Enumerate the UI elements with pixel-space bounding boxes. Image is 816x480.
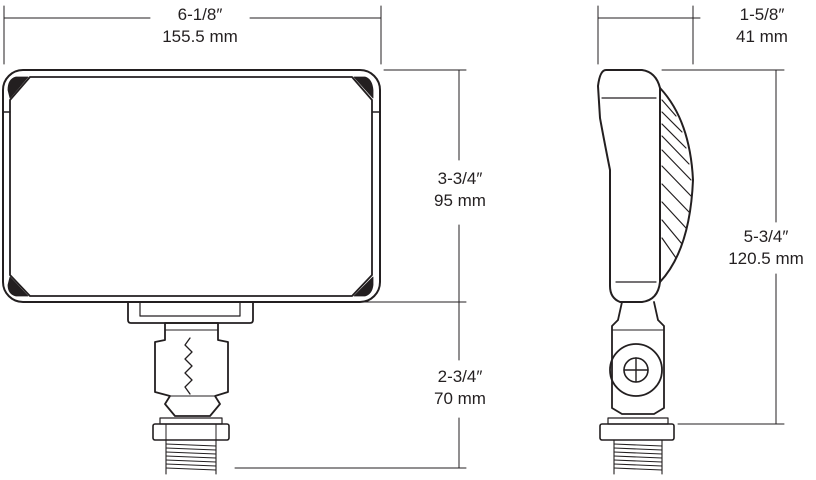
front-nut xyxy=(152,423,230,441)
front-corner-tl xyxy=(7,76,29,99)
front-corner-br xyxy=(353,276,374,297)
front-view xyxy=(2,5,467,475)
side-nut-top xyxy=(607,417,669,425)
side-height-metric: 120.5 mm xyxy=(728,249,804,268)
side-height-imperial: 5-3/4″ xyxy=(743,227,789,246)
front-corner-tr xyxy=(353,76,374,99)
front-corner-bl xyxy=(7,276,29,297)
side-depth-metric: 41 mm xyxy=(736,27,788,46)
front-nut-top xyxy=(159,417,223,425)
side-depth-label: 1-5/8″ 41 mm xyxy=(712,4,812,48)
front-width-label: 6-1/8″ 155.5 mm xyxy=(140,4,260,48)
front-height-metric: 95 mm xyxy=(434,191,486,210)
front-knuckle-serration xyxy=(184,337,193,395)
front-lens-panel xyxy=(9,76,373,297)
front-bracket xyxy=(127,301,254,324)
front-height-label: 3-3/4″ 95 mm xyxy=(400,168,520,212)
side-height-label: 5-3/4″ 120.5 mm xyxy=(716,226,816,270)
front-width-metric: 155.5 mm xyxy=(162,27,238,46)
mount-height-label: 2-3/4″ 70 mm xyxy=(400,366,520,410)
mount-height-metric: 70 mm xyxy=(434,389,486,408)
front-housing-outer xyxy=(2,69,381,303)
side-thread xyxy=(613,439,663,475)
side-back-shell xyxy=(597,69,661,303)
side-nut xyxy=(599,423,675,441)
mount-height-imperial: 2-3/4″ xyxy=(437,367,483,386)
front-height-imperial: 3-3/4″ xyxy=(437,169,483,188)
side-depth-imperial: 1-5/8″ xyxy=(739,5,785,24)
front-thread xyxy=(165,439,217,475)
front-knuckle xyxy=(154,322,229,417)
side-lens-ribs xyxy=(661,99,692,259)
front-width-imperial: 6-1/8″ xyxy=(177,5,223,24)
side-view xyxy=(597,5,785,475)
side-knob-outer xyxy=(609,343,663,397)
side-lens-dome xyxy=(659,87,694,283)
side-arm xyxy=(611,301,665,415)
